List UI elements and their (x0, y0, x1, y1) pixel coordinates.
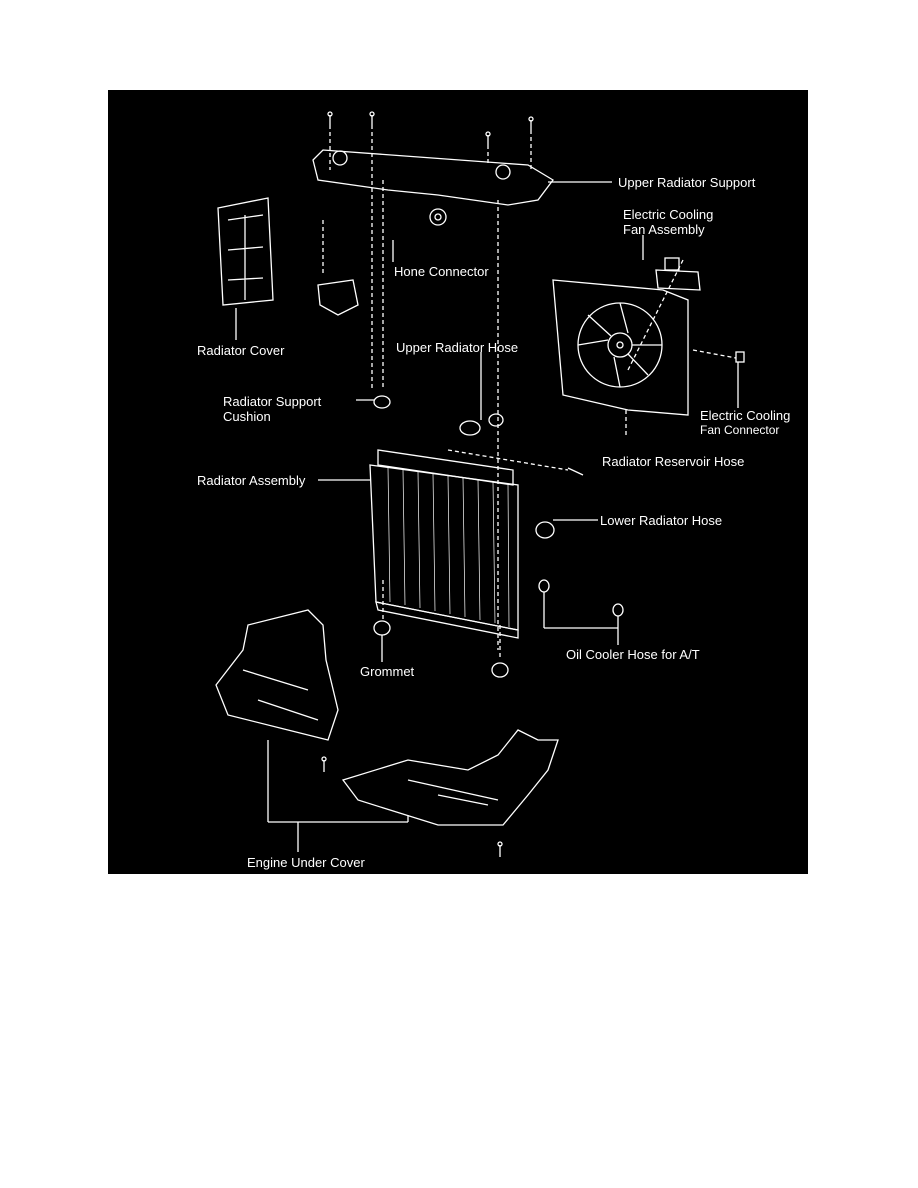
under-cover-left (215, 609, 339, 741)
label-lower-radiator-hose: Lower Radiator Hose (600, 513, 723, 528)
label-upper-radiator-support: Upper Radiator Support (618, 175, 756, 190)
label-upper-radiator-hose: Upper Radiator Hose (396, 340, 519, 355)
label-reservoir-hose: Radiator Reservoir Hose (602, 454, 745, 469)
lower-hose-part (535, 521, 555, 539)
radiator-cover-part (217, 197, 274, 306)
upper-radiator-support (312, 149, 554, 206)
label-support-cushion-line1: Radiator Support (223, 394, 322, 409)
label-fan-assembly-line2: Fan Assembly (623, 222, 705, 237)
label-hone-connector: Hone Connector (394, 264, 489, 279)
label-fan-connector-line1: Electric Cooling (700, 408, 791, 423)
label-radiator-assembly: Radiator Assembly (197, 473, 306, 488)
label-grommet: Grommet (360, 664, 415, 679)
radiator-core (369, 449, 519, 639)
label-support-cushion-line2: Cushion (223, 409, 271, 424)
leader-lines (235, 181, 739, 852)
under-cover-right (341, 729, 559, 826)
label-fan-assembly-line1: Electric Cooling (623, 207, 714, 222)
grommet-part (373, 620, 391, 636)
label-engine-under-cover: Engine Under Cover (247, 855, 365, 870)
bolt-icons (321, 111, 534, 857)
diagram-drawing (215, 111, 745, 857)
radiator-exploded-diagram: Upper Radiator Support Electric Cooling … (108, 90, 808, 874)
label-oil-cooler-hose: Oil Cooler Hose for A/T (566, 647, 700, 662)
fan-assembly-part (552, 279, 689, 416)
assembly-guide-lines (322, 125, 737, 660)
support-cushion-part (373, 395, 391, 409)
label-fan-connector-line2: Fan Connector (700, 423, 780, 437)
label-radiator-cover: Radiator Cover (197, 343, 285, 358)
